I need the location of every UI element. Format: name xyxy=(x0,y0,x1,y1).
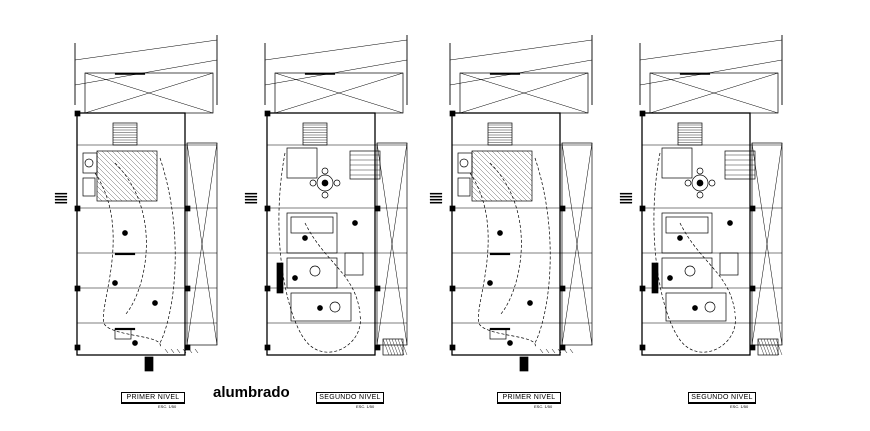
plan-scale-2: ESC. 1/50 xyxy=(356,404,375,409)
plan-label-first-level-1: PRIMER NIVEL xyxy=(121,392,185,404)
floor-plan-4 xyxy=(619,35,783,356)
plan-label-second-level-1: SEGUNDO NIVEL xyxy=(316,392,384,404)
floor-plan-2 xyxy=(244,35,408,356)
plan-scale-4: ESC. 1/50 xyxy=(730,404,749,409)
floor-plan-3 xyxy=(429,35,593,372)
floor-plan-1 xyxy=(54,35,218,372)
plan-scale-1: ESC. 1/50 xyxy=(158,404,177,409)
drawing-title: alumbrado xyxy=(213,384,290,401)
plan-label-first-level-2: PRIMER NIVEL xyxy=(497,392,561,404)
plan-scale-3: ESC. 1/50 xyxy=(534,404,553,409)
plan-label-second-level-2: SEGUNDO NIVEL xyxy=(688,392,756,404)
